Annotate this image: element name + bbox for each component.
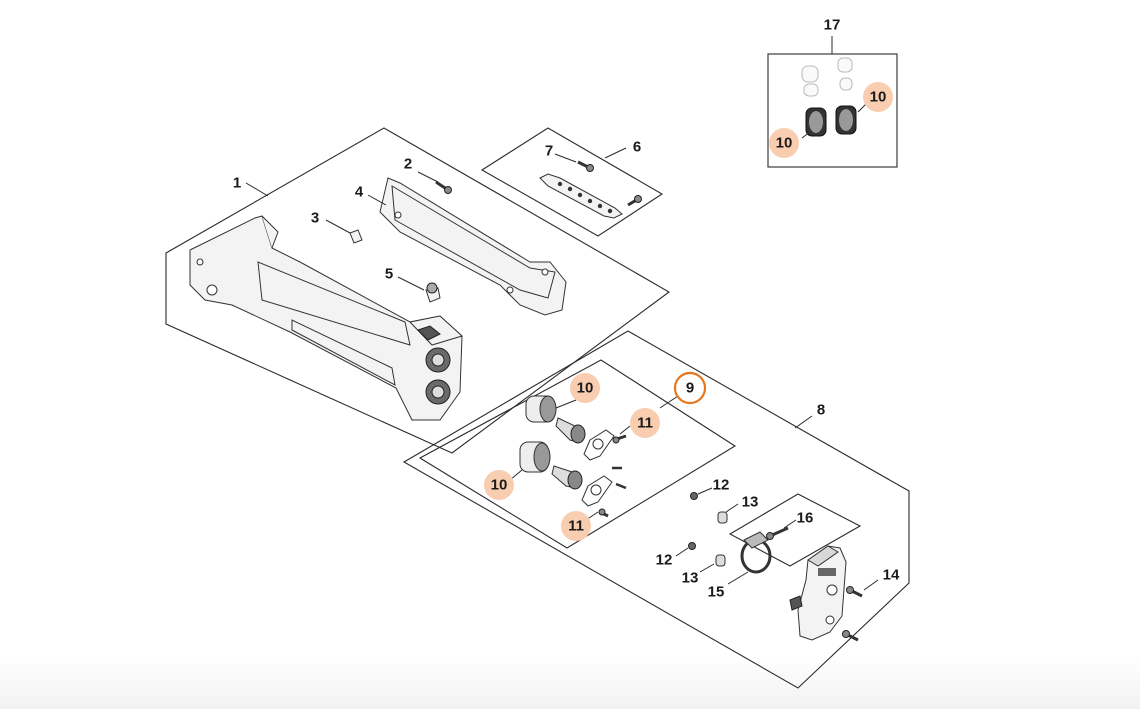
nut-part-12-upper[interactable] <box>690 492 698 500</box>
nut-part-3[interactable] <box>349 229 363 244</box>
label-part-15[interactable]: 15 <box>708 584 725 601</box>
label-part-13[interactable]: 13 <box>742 494 759 511</box>
group-box-housing <box>165 127 671 454</box>
label-part-7[interactable]: 7 <box>545 143 553 160</box>
label-part-10[interactable]: 10 <box>870 89 887 106</box>
label-part-12[interactable]: 12 <box>656 552 673 569</box>
leader-14 <box>863 579 879 591</box>
label-part-11[interactable]: 11 <box>637 415 653 432</box>
label-part-13[interactable]: 13 <box>682 570 699 587</box>
group-box-mounting-kit <box>402 330 910 689</box>
leader-6 <box>604 147 627 159</box>
label-part-10[interactable]: 10 <box>577 380 594 397</box>
leader-3 <box>325 219 351 234</box>
label-part-8[interactable]: 8 <box>817 402 825 419</box>
cover-part[interactable] <box>379 177 567 316</box>
highlight-circle <box>570 373 600 403</box>
leader-13-b <box>699 563 715 573</box>
strip-part[interactable] <box>539 173 623 219</box>
leader-12-b <box>675 547 689 557</box>
label-part-1[interactable]: 1 <box>233 175 241 192</box>
highlight-circle <box>484 470 514 500</box>
damper-pin-upper[interactable] <box>555 417 586 444</box>
group-box-bushings <box>767 53 898 168</box>
leader-13-a <box>725 503 739 513</box>
leader-10-b <box>857 103 867 113</box>
leader-10-c <box>555 399 577 409</box>
label-part-6[interactable]: 6 <box>633 139 641 156</box>
highlight-circle <box>863 82 893 112</box>
label-part-3[interactable]: 3 <box>311 210 319 227</box>
strip-screw[interactable] <box>627 195 642 207</box>
label-part-5[interactable]: 5 <box>385 266 393 283</box>
screw-part-14[interactable] <box>842 586 863 642</box>
bushing-ghost-parts <box>801 57 853 97</box>
label-part-12[interactable]: 12 <box>713 477 730 494</box>
leader-16 <box>783 519 797 529</box>
damper-pin-lower[interactable] <box>551 465 583 490</box>
damper-part-10-lower[interactable] <box>519 441 551 473</box>
group-box-strip <box>480 127 664 237</box>
group-box-damper-set <box>418 359 737 549</box>
clamp-part-15[interactable] <box>740 531 772 574</box>
highlight-circle <box>769 128 799 158</box>
damper-plate-lower[interactable] <box>581 475 613 507</box>
bushing-part-10-right[interactable] <box>835 105 857 135</box>
plug-part-5[interactable] <box>425 282 441 303</box>
highlight-circle <box>561 511 591 541</box>
bushing-part-10-left[interactable] <box>805 107 827 137</box>
damper-plate-upper[interactable] <box>583 429 615 461</box>
leader-8 <box>794 415 813 429</box>
label-part-9[interactable]: 9 <box>686 380 694 397</box>
label-part-17[interactable]: 17 <box>824 17 841 34</box>
leader-11-a <box>619 425 631 435</box>
nut-part-12-lower[interactable] <box>688 542 696 550</box>
label-part-11[interactable]: 11 <box>568 518 584 535</box>
leader-7 <box>554 153 577 163</box>
sleeve-part-13-lower[interactable] <box>715 554 726 567</box>
leader-12-a <box>697 487 713 495</box>
leader-4 <box>367 194 387 206</box>
label-part-10[interactable]: 10 <box>491 477 508 494</box>
label-part-16[interactable]: 16 <box>797 510 814 527</box>
highlight-circle <box>630 408 660 438</box>
leader-10-a <box>801 131 811 139</box>
label-part-10[interactable]: 10 <box>776 135 793 152</box>
screw-part-11-lower[interactable] <box>598 466 627 518</box>
sleeve-part-13-upper[interactable] <box>717 511 728 524</box>
selected-highlight-ring <box>673 371 707 405</box>
label-part-2[interactable]: 2 <box>404 156 412 173</box>
label-part-4[interactable]: 4 <box>355 184 364 201</box>
screw-part-2[interactable] <box>435 180 452 194</box>
leader-9 <box>659 395 679 409</box>
bracket-part-14[interactable] <box>789 545 847 641</box>
leader-1 <box>245 182 269 197</box>
screw-part-11-upper[interactable] <box>612 434 627 444</box>
housing-part[interactable] <box>189 215 463 421</box>
floor-shadow <box>0 655 1140 709</box>
leader-2 <box>417 171 439 183</box>
screw-part-7[interactable] <box>577 160 594 172</box>
screw-part-16[interactable] <box>766 526 789 540</box>
damper-part-10-upper[interactable] <box>525 395 557 423</box>
label-part-14[interactable]: 14 <box>883 567 900 584</box>
leader-15 <box>727 571 749 585</box>
leader-5 <box>397 276 425 291</box>
